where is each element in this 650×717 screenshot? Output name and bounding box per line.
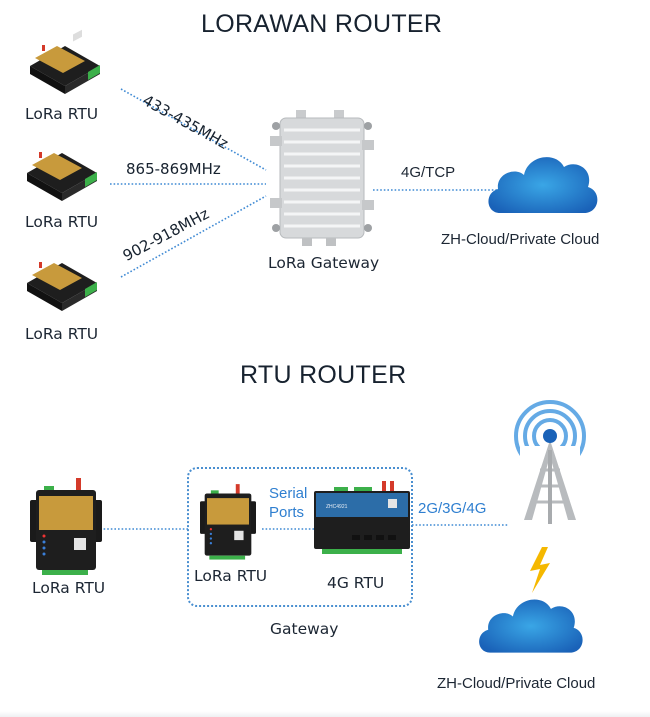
cloud-label-1: ZH-Cloud/Private Cloud [441,231,600,248]
link-rtu3-gateway [120,195,267,278]
gateway-group-label: Gateway [270,620,339,638]
uplink-label-4g-tcp: 4G/TCP [401,164,456,181]
lora-rtu-device-icon [200,484,256,560]
gateway-group-box [187,467,413,607]
frequency-label-865: 865-869MHz [126,160,221,178]
lora-rtu-label-3: LoRa RTU [25,325,99,343]
remote-lora-rtu-label: LoRa RTU [32,579,106,597]
lora-rtu-device-icon [27,262,97,311]
rtu-4g-label: 4G RTU [327,574,385,592]
lora-rtu-label-1: LoRa RTU [25,105,99,123]
cloud-label-2: ZH-Cloud/Private Cloud [437,675,596,692]
cloud-icon [488,157,598,213]
lightning-bolt-icon [530,547,550,593]
serial-ports-label-line2: Ports [269,504,305,521]
floor-reflection [0,711,650,717]
rtu-4g-model-text: ZHC4921 [326,504,348,510]
cloud-icon [479,599,583,653]
lora-rtu-device-icon [30,478,102,575]
cell-tower-icon [514,400,586,524]
lora-rtu-device-icon [27,152,97,201]
rtu-router-title: RTU ROUTER [240,361,407,389]
lora-gateway-label: LoRa Gateway [268,254,380,272]
lora-rtu-label-2: LoRa RTU [25,213,99,231]
uplink-label-2g-3g-4g: 2G/3G/4G [418,500,487,517]
lora-gateway-icon [270,110,374,246]
lorawan-router-title: LORAWAN ROUTER [201,10,443,38]
serial-ports-label-line1: Serial [269,485,308,502]
gateway-lora-rtu-label: LoRa RTU [194,567,268,585]
link-rtu1-gateway [120,88,267,171]
rtu-4g-device-icon: ZHC4921 [314,481,410,554]
lora-rtu-device-icon [30,29,100,94]
